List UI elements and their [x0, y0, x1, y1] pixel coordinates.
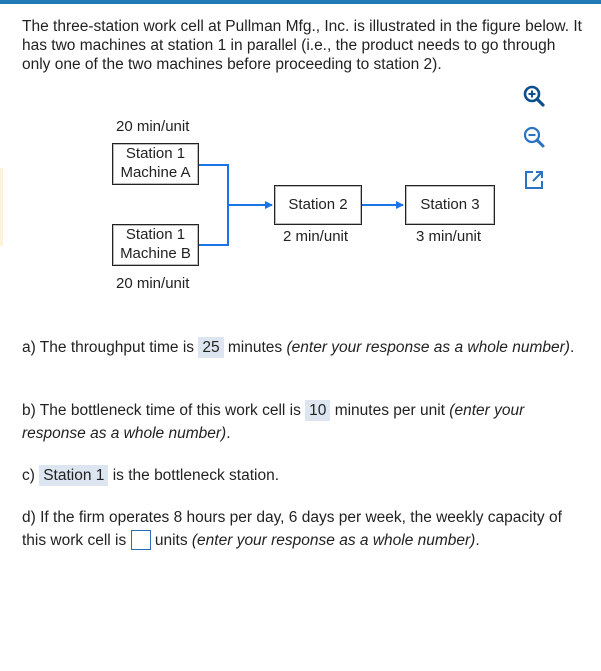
top-accent-bar	[0, 0, 601, 4]
question-c: c) Station 1 is the bottleneck station.	[22, 465, 280, 486]
question-a: a) The throughput time is 25 minutes (en…	[22, 337, 575, 358]
left-accent-strip	[0, 168, 3, 246]
machine-a-box: Station 1 Machine A	[112, 143, 199, 185]
machine-b-time: 20 min/unit	[116, 275, 190, 292]
station3-box: Station 3	[405, 185, 495, 225]
station2-box: Station 2	[274, 185, 362, 225]
question-b: b) The bottleneck time of this work cell…	[22, 400, 525, 442]
answer-a-field[interactable]: 25	[198, 337, 224, 358]
station3-label: Station 3	[420, 196, 480, 213]
question-d: d) If the firm operates 8 hours per day,…	[22, 509, 562, 550]
zoom-out-icon[interactable]	[522, 125, 546, 149]
machine-b-line1: Station 1	[125, 226, 186, 243]
machine-a-line2: Machine A	[120, 164, 191, 181]
zoom-in-icon[interactable]	[522, 84, 546, 108]
machine-a-time: 20 min/unit	[116, 118, 190, 135]
answer-b-field[interactable]: 10	[305, 400, 331, 421]
station2-label: Station 2	[288, 196, 348, 213]
station3-time: 3 min/unit	[416, 228, 482, 245]
answer-d-input[interactable]	[130, 530, 151, 550]
answer-c-dropdown[interactable]: Station 1	[39, 465, 109, 486]
machine-b-line2: Machine B	[120, 245, 191, 262]
popout-icon[interactable]	[522, 168, 546, 192]
problem-intro: The three-station work cell at Pullman M…	[22, 18, 582, 73]
parallel-merge-line	[199, 164, 229, 246]
station2-time: 2 min/unit	[283, 228, 349, 245]
machine-b-box: Station 1 Machine B	[112, 224, 199, 266]
machine-a-line1: Station 1	[125, 145, 186, 162]
